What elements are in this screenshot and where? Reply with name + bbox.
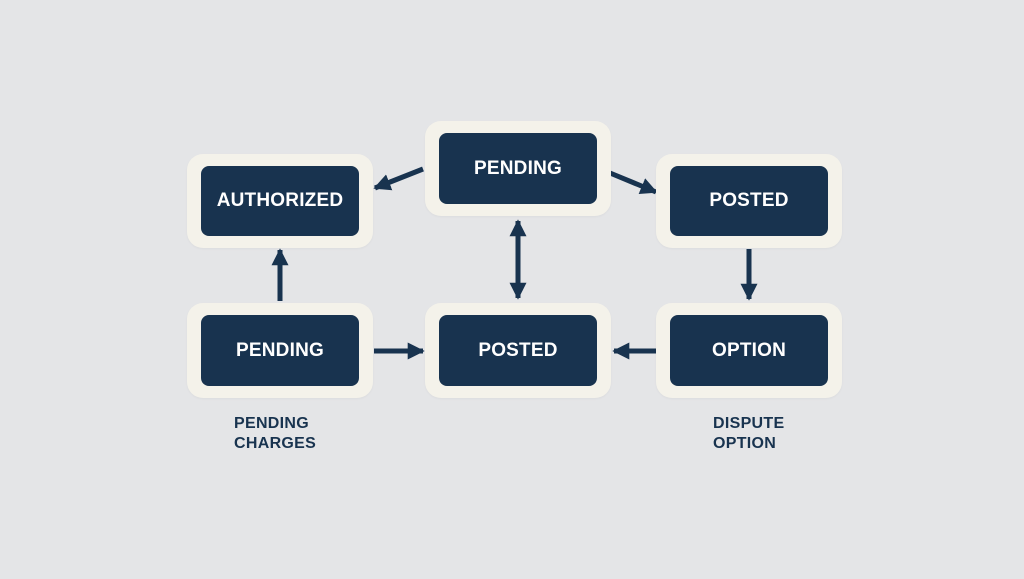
pending-top-node-label: PENDING: [439, 133, 597, 204]
option-node-label: OPTION: [670, 315, 828, 386]
pending-bottom-node-label: PENDING: [201, 315, 359, 386]
posted-center-node-label: POSTED: [439, 315, 597, 386]
posted-top-node-card: POSTED: [656, 154, 842, 248]
arrow-pending-top-to-posted-top: [609, 170, 658, 195]
option-node-card: OPTION: [656, 303, 842, 398]
pending-charges-caption-line-2: CHARGES: [234, 435, 317, 452]
arrow-pending-top-to-authorized: [373, 166, 424, 191]
pending-charges-caption: PENDING CHARGES: [234, 414, 316, 454]
authorized-node-card: AUTHORIZED: [187, 154, 373, 248]
dispute-option-caption-line-2: OPTION: [713, 435, 777, 452]
posted-top-node-label: POSTED: [670, 166, 828, 236]
authorized-node-label: AUTHORIZED: [201, 166, 359, 236]
pending-bottom-node-card: PENDING: [187, 303, 373, 398]
dispute-option-caption: DISPUTE OPTION: [713, 414, 784, 454]
dispute-option-caption-line-1: DISPUTE: [713, 415, 785, 432]
pending-top-node-card: PENDING: [425, 121, 611, 216]
posted-center-node-card: POSTED: [425, 303, 611, 398]
pending-charges-caption-line-1: PENDING: [234, 415, 309, 432]
